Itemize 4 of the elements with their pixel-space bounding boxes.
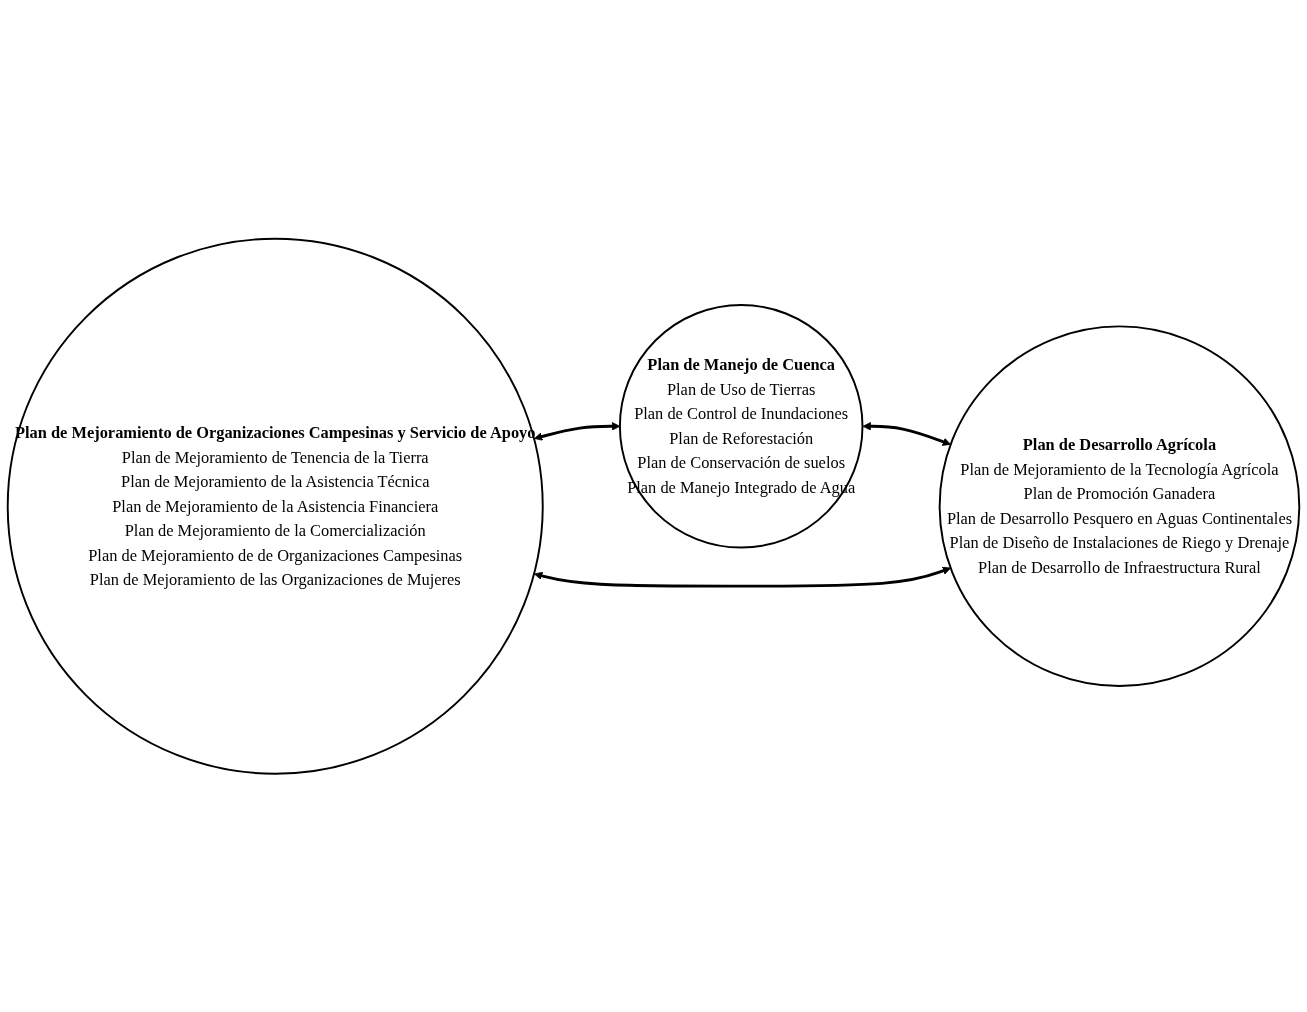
arrow — [534, 566, 951, 588]
arrow — [862, 421, 951, 446]
node-circle: Plan de Desarrollo Agrícola Plan de Mejoramiento de la Tecnología Agrícola Plan de Promoción Ganadera Plan de Desarrollo Pesquero en Aguas Continentales Plan de Diseño de Instalaciones de Riego y Drenaje Plan de Desarrollo de Infraestructura Rural — [938, 325, 1301, 687]
arrow — [534, 421, 621, 441]
